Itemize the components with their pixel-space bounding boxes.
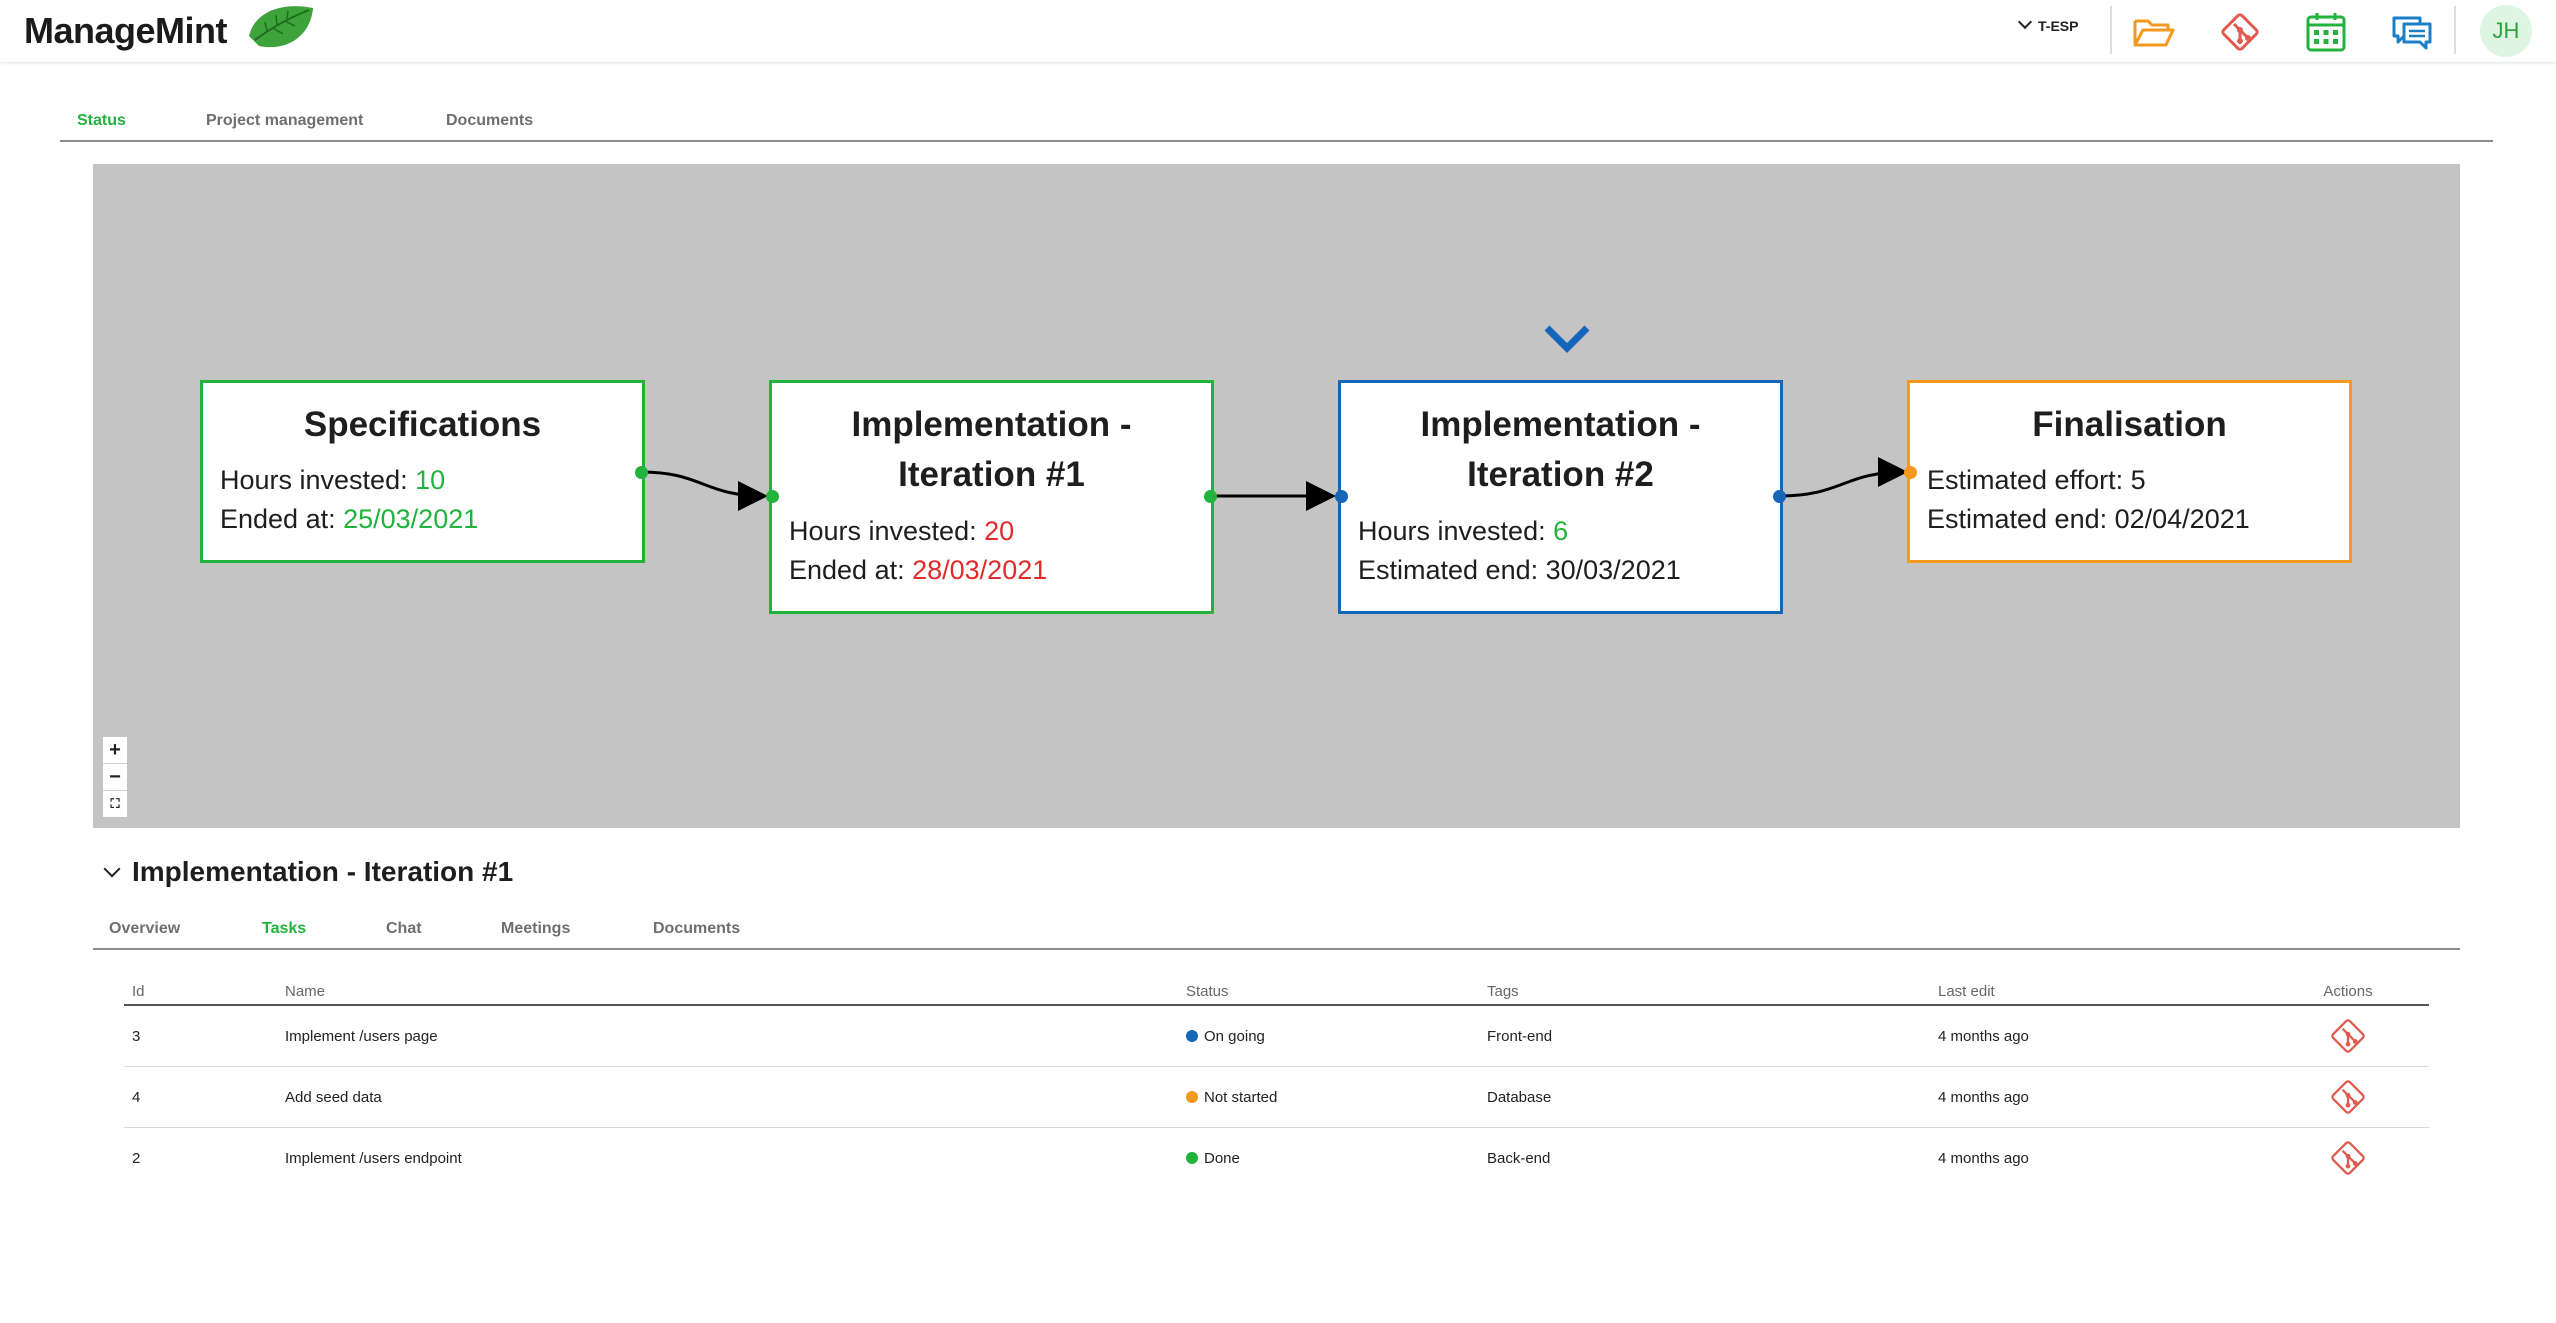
- node-input-handle[interactable]: [1904, 466, 1917, 479]
- tab-chat[interactable]: Chat: [386, 920, 422, 937]
- task-name: Implement /users endpoint: [285, 1149, 462, 1167]
- task-last-edit: 4 months ago: [1930, 1005, 2267, 1067]
- node-ended: Ended at: 25/03/2021: [220, 504, 479, 534]
- project-select-value: T-ESP: [2038, 18, 2079, 34]
- node-output-handle[interactable]: [635, 466, 648, 479]
- node-title: Implementation - Iteration #2: [1420, 405, 1701, 494]
- avatar[interactable]: JH: [2480, 5, 2532, 57]
- column-header-actions: Actions: [2267, 978, 2429, 1006]
- node-implementation-iteration-2[interactable]: Implementation - Iteration #2 Hours inve…: [1338, 380, 1783, 614]
- status-dot-icon: [1186, 1029, 1198, 1042]
- chevron-down-icon[interactable]: [103, 860, 121, 878]
- git-icon[interactable]: [2328, 1077, 2368, 1117]
- edge-iteration-2-to-finalisation: [1778, 457, 1908, 498]
- zoom-controls: + − ⛶: [103, 737, 127, 817]
- column-header-last-edit[interactable]: Last edit: [1930, 978, 2267, 1006]
- top-bar: ManageMint T-ESP JH: [0, 0, 2556, 62]
- divider: [2110, 6, 2112, 54]
- task-tag: Front-end: [1479, 1005, 1930, 1067]
- column-header-name[interactable]: Name: [277, 978, 1178, 1006]
- folder-icon[interactable]: [2132, 10, 2176, 54]
- edge-specifications-to-iteration-1: [640, 470, 768, 511]
- node-implementation-iteration-1[interactable]: Implementation - Iteration #1 Hours inve…: [769, 380, 1214, 614]
- node-specifications[interactable]: Specifications Hours invested: 10 Ended …: [200, 380, 645, 563]
- chevron-down-icon: [2017, 14, 2033, 30]
- node-output-handle[interactable]: [1773, 490, 1786, 503]
- zoom-out-button[interactable]: −: [103, 764, 127, 791]
- zoom-in-button[interactable]: +: [103, 737, 127, 764]
- tab-documents[interactable]: Documents: [653, 920, 741, 937]
- tab-documents[interactable]: Documents: [446, 112, 534, 129]
- task-actions: [2267, 1005, 2429, 1067]
- node-input-handle[interactable]: [1335, 490, 1348, 503]
- task-name: Implement /users page: [277, 1005, 1178, 1067]
- chat-icon[interactable]: [2390, 10, 2434, 54]
- tab-status[interactable]: Status: [77, 112, 126, 129]
- task-id: 2: [132, 1149, 141, 1167]
- workflow-canvas[interactable]: Specifications Hours invested: 10 Ended …: [93, 164, 2460, 828]
- tab-project-management[interactable]: Project management: [206, 112, 364, 129]
- git-icon[interactable]: [2328, 1138, 2368, 1178]
- task-name: Add seed data: [277, 1066, 1178, 1128]
- main-tabs: Status Project management Documents: [60, 104, 2493, 142]
- node-estimated-end: Estimated end: 02/04/2021: [1927, 504, 2250, 534]
- column-header-status[interactable]: Status: [1178, 978, 1479, 1006]
- node-title: Finalisation: [2032, 405, 2227, 444]
- column-header-tags[interactable]: Tags: [1479, 978, 1930, 1006]
- task-actions: [2267, 1066, 2429, 1128]
- detail-tabs: Overview Tasks Chat Meetings Documents: [93, 910, 2460, 950]
- task-actions: [2267, 1128, 2429, 1189]
- node-title: Implementation - Iteration #1: [851, 405, 1132, 494]
- task-last-edit: 4 months ago: [1930, 1066, 2267, 1128]
- task-last-edit: 4 months ago: [1938, 1149, 2029, 1167]
- tab-tasks[interactable]: Tasks: [262, 920, 307, 937]
- node-hours: Hours invested: 6: [1358, 516, 1569, 546]
- table-row[interactable]: 4 Add seed data Not started Database 4 m…: [124, 1066, 2429, 1128]
- column-header-id[interactable]: Id: [124, 978, 277, 1006]
- node-hours: Hours invested: 10: [220, 465, 446, 495]
- detail-title[interactable]: Implementation - Iteration #1: [103, 856, 514, 888]
- status-dot-icon: [1186, 1151, 1198, 1164]
- node-estimated-effort: Estimated effort: 5: [1927, 465, 2146, 495]
- git-icon[interactable]: [2328, 1016, 2368, 1056]
- task-id: 4: [124, 1066, 277, 1128]
- divider: [2454, 6, 2456, 54]
- node-hours: Hours invested: 20: [789, 516, 1015, 546]
- project-select[interactable]: T-ESP: [2017, 14, 2079, 34]
- task-tag: Back-end: [1487, 1149, 1551, 1167]
- leaf-logo-icon: [249, 6, 313, 48]
- node-output-handle[interactable]: [1204, 490, 1217, 503]
- status-dot-icon: [1186, 1090, 1198, 1103]
- current-step-chevron-icon: [1544, 325, 1590, 353]
- workflow-edges: [640, 457, 1908, 511]
- table-header-row: Id Name Status Tags Last edit Actions: [124, 978, 2429, 1006]
- node-input-handle[interactable]: [766, 490, 779, 503]
- table-row[interactable]: 3 Implement /users page On going Front-e…: [124, 1005, 2429, 1067]
- node-ended: Ended at: 28/03/2021: [789, 555, 1048, 585]
- node-finalisation[interactable]: Finalisation Estimated effort: 5 Estimat…: [1907, 380, 2352, 563]
- table-row[interactable]: 2 Implement /users endpoint Done Back-en…: [124, 1128, 2429, 1189]
- detail-title-text: Implementation - Iteration #1: [132, 856, 514, 887]
- task-tag: Database: [1479, 1066, 1930, 1128]
- task-status: Not started: [1178, 1066, 1479, 1128]
- fit-view-button[interactable]: ⛶: [110, 796, 120, 811]
- tasks-table: Id Name Status Tags Last edit Actions 3 …: [124, 978, 2429, 1188]
- tab-meetings[interactable]: Meetings: [501, 920, 571, 937]
- git-icon[interactable]: [2218, 10, 2262, 54]
- brand-name[interactable]: ManageMint: [24, 10, 228, 51]
- calendar-icon[interactable]: [2304, 10, 2348, 54]
- task-status: On going: [1178, 1005, 1479, 1067]
- task-status: Done: [1178, 1128, 1479, 1189]
- node-estimated-end: Estimated end: 30/03/2021: [1358, 555, 1681, 585]
- task-id: 3: [124, 1005, 277, 1067]
- node-title: Specifications: [303, 405, 542, 444]
- tab-overview[interactable]: Overview: [109, 920, 181, 937]
